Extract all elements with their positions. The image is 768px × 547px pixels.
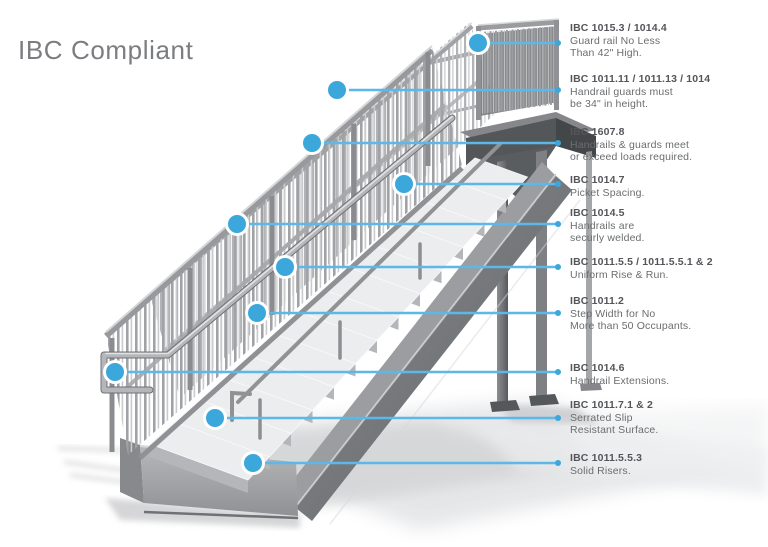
callout-code: IBC 1014.5	[570, 207, 625, 219]
callout-description-line: Solid Risers.	[570, 465, 631, 477]
callout-line-end	[555, 181, 561, 187]
callout-description-line: Resistant Surface.	[570, 424, 659, 436]
callout: IBC 1014.7 Picket Spacing.	[570, 174, 766, 199]
callout-dot	[103, 360, 127, 384]
callout-description-line: be 34" in height.	[570, 98, 649, 110]
callout-description-line: Handrail guards must	[570, 86, 673, 98]
callout-description-line: Serrated Slip	[570, 412, 633, 424]
callout-description: Solid Risers.	[570, 465, 766, 477]
callout-line-end	[555, 40, 561, 46]
callout-line-end	[555, 140, 561, 146]
callout-description-line: securly welded.	[570, 232, 645, 244]
callout: IBC 1014.6 Handrail Extensions.	[570, 362, 766, 387]
handrail-extension	[100, 114, 456, 394]
stair-stringer	[282, 162, 581, 525]
callout-dot	[273, 255, 297, 279]
callout-dot	[466, 31, 490, 55]
callout-description-line: Step Width for No	[570, 308, 656, 320]
callout-line-end	[555, 369, 561, 375]
callout-description-line: More than 50 Occupants.	[570, 320, 692, 332]
callout-dot	[245, 301, 269, 325]
callout-description-line: Handrails & guards meet	[570, 139, 690, 151]
callout-description: Handrail Extensions.	[570, 375, 766, 387]
callout-description-line: Handrail Extensions.	[570, 375, 670, 387]
callout-line-end	[555, 310, 561, 316]
callout-dot	[203, 406, 227, 430]
callout: IBC 1011.5.5.3 Solid Risers.	[570, 452, 766, 477]
callout-description-line: Handrails are	[570, 220, 635, 232]
callout-code: IBC 1011.11 / 1011.13 / 1014	[570, 73, 711, 85]
callout: IBC 1011.5.5 / 1011.5.5.1 & 2 Uniform Ri…	[570, 256, 766, 281]
callout-code: IBC 1607.8	[570, 126, 625, 138]
callout-line-end	[555, 415, 561, 421]
callout-description: Picket Spacing.	[570, 187, 766, 199]
callout-line-end	[555, 460, 561, 466]
callout-line-end	[555, 221, 561, 227]
platform	[460, 18, 602, 412]
callout-dot	[325, 78, 349, 102]
callout-line-end	[555, 87, 561, 93]
callout-description-line: Than 42" High.	[570, 47, 642, 59]
callout-dot	[225, 212, 249, 236]
callout-description-line: Picket Spacing.	[570, 187, 645, 199]
callout-description: Uniform Rise & Run.	[570, 269, 766, 281]
page-title: IBC Compliant	[18, 35, 194, 66]
callout-dot	[300, 131, 324, 155]
callout: IBC 1011.11 / 1011.13 / 1014 Handrail gu…	[570, 73, 766, 110]
callout-code: IBC 1014.6	[570, 362, 625, 374]
callout-dot	[392, 172, 416, 196]
callout-description-line: or exceed loads required.	[570, 151, 693, 163]
callout-line-end	[555, 264, 561, 270]
callout-code: IBC 1011.5.5.3	[570, 452, 643, 464]
callout-code: IBC 1014.7	[570, 174, 625, 186]
callout-code: IBC 1011.5.5 / 1011.5.5.1 & 2	[570, 256, 713, 268]
callout-description-line: Uniform Rise & Run.	[570, 269, 669, 281]
callout-code: IBC 1015.3 / 1014.4	[570, 22, 667, 34]
callout-dot	[241, 451, 265, 475]
callout-code: IBC 1011.7.1 & 2	[570, 399, 653, 411]
callout-description-line: Guard rail No Less	[570, 35, 661, 47]
callout-code: IBC 1011.2	[570, 295, 625, 307]
